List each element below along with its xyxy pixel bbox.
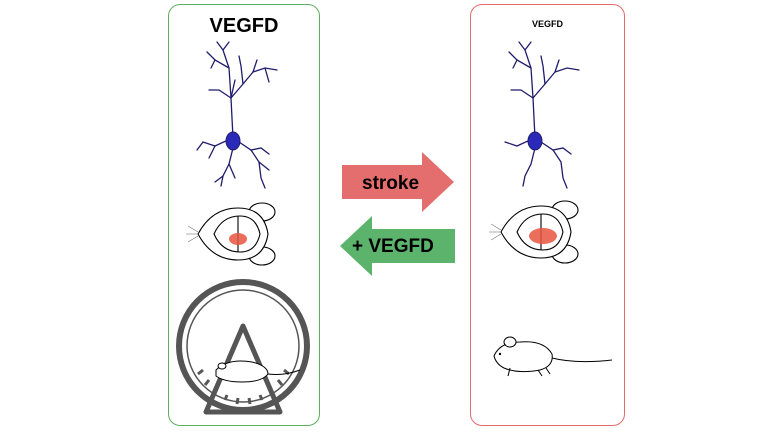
vegfd-arrow [340, 216, 455, 276]
right-panel-title: VEGFD [531, 19, 563, 29]
stroke-arrow-label: stroke [362, 173, 420, 194]
mouse-icon [493, 336, 613, 377]
neuron-icon [196, 41, 278, 189]
vegfd-arrow-label: + VEGFD [352, 236, 434, 257]
left-panel-title: VEGFD [209, 15, 279, 37]
stroke-arrow [342, 152, 454, 212]
mouse-brain-icon [489, 200, 579, 264]
neuron-icon [504, 41, 580, 189]
mouse-brain-icon [186, 202, 276, 266]
running-wheel-icon [176, 279, 310, 415]
